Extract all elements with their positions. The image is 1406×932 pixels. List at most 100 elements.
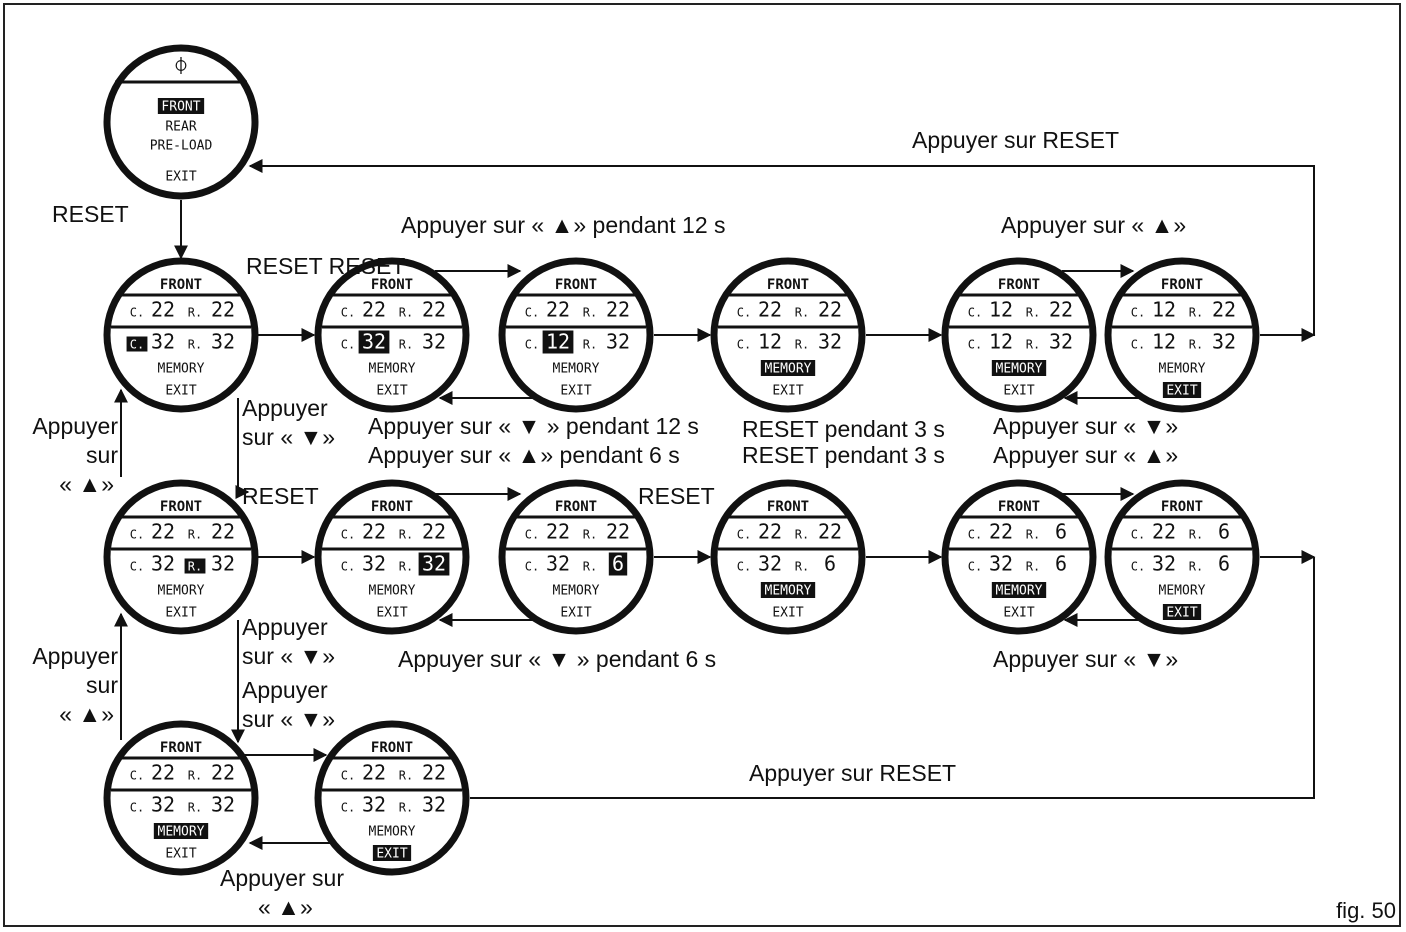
display-bezel [103, 44, 259, 200]
bot-c-value: 32 [151, 793, 175, 817]
display-head: FRONT [160, 740, 202, 756]
top-c-label: C. [341, 769, 355, 783]
display-exit: EXIT [560, 384, 591, 399]
label-right-down-2: Appuyer sur « ▼» [993, 646, 1179, 672]
bot-c-label: C. [130, 338, 144, 352]
arrow-r1c1-r2c1 [235, 398, 250, 499]
menu-item-exit: EXIT [165, 170, 196, 185]
bot-c-value: 32 [1152, 552, 1176, 576]
top-c-value: 12 [1152, 298, 1176, 322]
display-exit: EXIT [560, 606, 591, 621]
bot-c-label: C. [968, 338, 982, 352]
display-memory: MEMORY [553, 362, 600, 377]
top-c-value: 22 [362, 298, 386, 322]
display-head: FRONT [371, 740, 413, 756]
top-r-value: 22 [818, 298, 842, 322]
bot-r-label: R. [795, 338, 809, 352]
label-right-down-1: Appuyer sur « ▼» [993, 413, 1179, 439]
bot-r-label: R. [188, 801, 202, 815]
top-c-value: 22 [546, 298, 570, 322]
top-r-label: R. [188, 528, 202, 542]
bot-r-label: R. [795, 560, 809, 574]
top-c-label: C. [341, 306, 355, 320]
bot-c-label: C. [525, 338, 539, 352]
label-r1-long-up: Appuyer sur « ▲» pendant 12 s [401, 212, 726, 238]
bot-r-label: R. [188, 338, 202, 352]
bot-c-label: C. [737, 338, 751, 352]
top-c-value: 22 [989, 520, 1013, 544]
top-r-label: R. [399, 528, 413, 542]
display-head: FRONT [1161, 277, 1203, 293]
display-memory-highlight [991, 582, 1047, 598]
display-bezel [103, 720, 259, 876]
display-memory-highlight [991, 360, 1047, 376]
top-c-label: C. [737, 306, 751, 320]
display-memory: MEMORY [996, 362, 1043, 377]
bot-c-label: C. [341, 560, 355, 574]
display-head: FRONT [998, 499, 1040, 515]
top-c-label: C. [737, 528, 751, 542]
display-bezel [103, 479, 259, 635]
label-left-appuyer-2: Appuyer [32, 643, 118, 669]
bot-r-value: 6 [824, 552, 836, 576]
top-r-label: R. [583, 528, 597, 542]
bot-c-value: 32 [758, 552, 782, 576]
top-c-label: C. [1131, 528, 1145, 542]
display-memory: MEMORY [158, 362, 205, 377]
menu-item-pre-load: PRE-LOAD [150, 139, 213, 154]
label-reset-reset: RESET RESET [246, 253, 406, 279]
display-memory: MEMORY [553, 584, 600, 599]
display-bezel [941, 257, 1097, 413]
top-r-value: 22 [211, 298, 235, 322]
top-c-label: C. [130, 528, 144, 542]
top-r-label: R. [795, 528, 809, 542]
bot-r-label: R. [399, 338, 413, 352]
bot-r-label: R. [583, 338, 597, 352]
top-c-value: 22 [758, 298, 782, 322]
label-sur-down-a: sur « ▼» [242, 424, 336, 450]
top-c-value: 22 [151, 520, 175, 544]
label-r1-down-12: Appuyer sur « ▼ » pendant 12 s [368, 413, 699, 439]
label-reset-3s-b: RESET pendant 3 s [742, 442, 945, 468]
top-c-value: 22 [1152, 520, 1176, 544]
top-r-label: R. [1026, 528, 1040, 542]
display-exit: EXIT [772, 606, 803, 621]
display-exit: EXIT [1166, 384, 1197, 399]
top-r-value: 6 [1218, 520, 1230, 544]
bot-r-value: 32 [211, 793, 235, 817]
label-left-up-1: « ▲» [59, 471, 114, 497]
arrow-return-bottom [470, 557, 1315, 799]
bot-c-value: 32 [362, 330, 386, 354]
display-bezel [1104, 257, 1260, 413]
display-exit: EXIT [1003, 606, 1034, 621]
display-memory: MEMORY [158, 584, 205, 599]
menu-item-front: FRONT [161, 100, 200, 115]
display-exit: EXIT [165, 847, 196, 862]
bot-c-label: C. [1131, 560, 1145, 574]
display-head: FRONT [998, 277, 1040, 293]
bot-c-label: C. [341, 338, 355, 352]
display-bezel [103, 257, 259, 413]
display-head: FRONT [767, 499, 809, 515]
display-memory: MEMORY [158, 825, 205, 840]
bot-c-label: C. [968, 560, 982, 574]
top-r-label: R. [1189, 306, 1203, 320]
bot-r-label: R. [399, 560, 413, 574]
display-exit: EXIT [376, 847, 407, 862]
bot-c-label-highlight [126, 336, 148, 352]
label-reset-left: RESET [52, 201, 129, 227]
top-c-label: C. [1131, 306, 1145, 320]
figure-caption: fig. 50 [1336, 898, 1396, 923]
display-bezel [498, 479, 654, 635]
bot-r-value: 32 [211, 330, 235, 354]
display-head: FRONT [1161, 499, 1203, 515]
top-r-label: R. [1189, 528, 1203, 542]
